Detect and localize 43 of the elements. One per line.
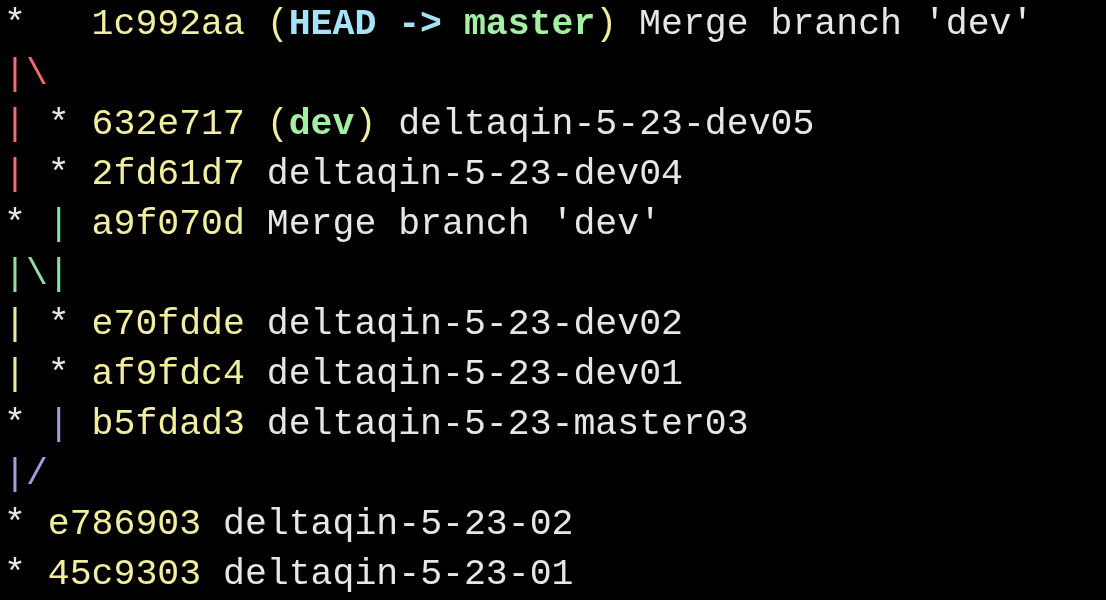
ref-name: HEAD -> — [288, 3, 442, 47]
graph-line: |\ — [4, 53, 48, 97]
commit-hash: 45c9303 — [47, 553, 202, 597]
graph-line: | — [47, 403, 70, 447]
commit-hash: 1c992aa — [91, 3, 245, 47]
commit-marker: * — [4, 3, 26, 47]
commit-message: deltaqin-5-23-01 — [223, 553, 574, 597]
commit-hash: 2fd61d7 — [91, 153, 245, 197]
ref-bracket: ) — [595, 3, 618, 47]
graph-line: | — [4, 303, 26, 347]
commit-message: deltaqin-5-23-master03 — [266, 403, 749, 447]
ref-bracket: ( — [266, 3, 289, 47]
commit-hash: a9f070d — [91, 203, 245, 247]
commit-message: deltaqin-5-23-dev02 — [266, 303, 683, 347]
commit-marker: * — [4, 403, 26, 447]
commit-marker: * — [47, 153, 70, 197]
graph-line: | — [4, 353, 26, 397]
ref-bracket: ( — [266, 103, 289, 147]
commit-hash: af9fdc4 — [91, 353, 245, 397]
commit-hash: e70fdde — [91, 303, 245, 347]
ref-bracket: ) — [354, 103, 377, 147]
graph-line: |\| — [4, 253, 70, 297]
commit-marker: * — [47, 353, 70, 397]
graph-line: | — [47, 203, 70, 247]
commit-message: Merge branch 'dev' — [639, 3, 1034, 47]
commit-hash: e786903 — [47, 503, 202, 547]
commit-message: deltaqin-5-23-dev04 — [266, 153, 683, 197]
commit-hash: 632e717 — [91, 103, 245, 147]
commit-marker: * — [4, 503, 26, 547]
commit-message: deltaqin-5-23-02 — [223, 503, 574, 547]
commit-marker: * — [4, 203, 26, 247]
ref-name: master — [463, 3, 596, 47]
commit-marker: * — [47, 303, 70, 347]
graph-line: | — [4, 153, 26, 197]
graph-line: | — [4, 103, 26, 147]
commit-message: deltaqin-5-23-dev05 — [398, 103, 815, 147]
commit-marker: * — [47, 103, 70, 147]
commit-hash: b5fdad3 — [91, 403, 245, 447]
commit-message: deltaqin-5-23-dev01 — [266, 353, 683, 397]
graph-line: |/ — [4, 453, 48, 497]
commit-message: Merge branch 'dev' — [266, 203, 662, 247]
commit-marker: * — [4, 553, 26, 597]
ref-name: dev — [288, 103, 355, 147]
